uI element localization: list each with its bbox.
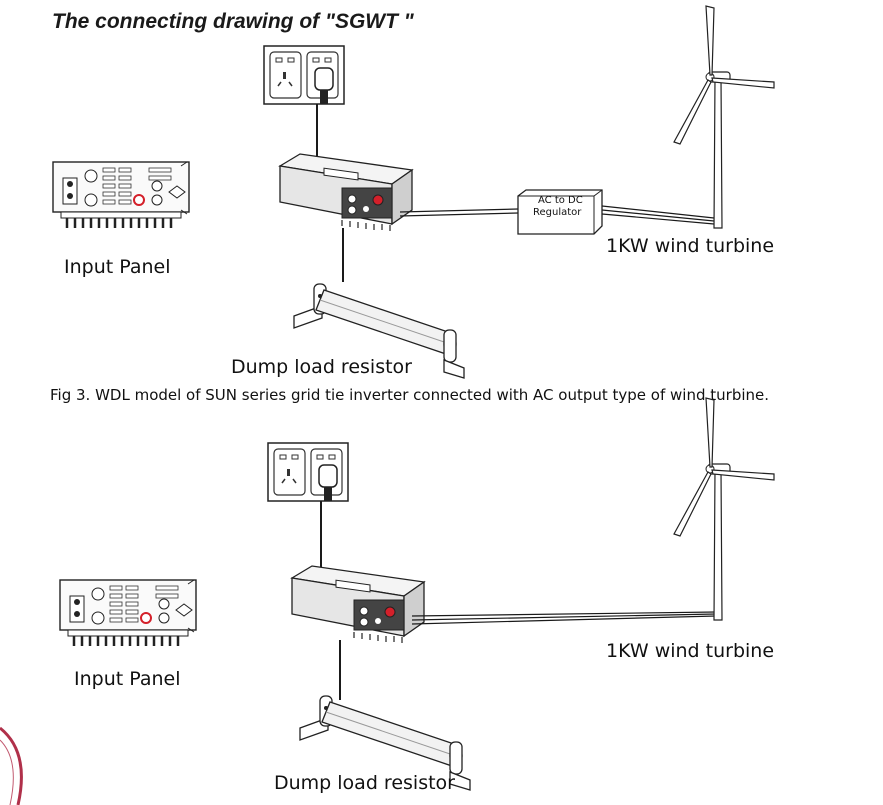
input-panel-label: Input Panel	[74, 668, 181, 690]
inverter-regulator-cable	[399, 208, 519, 217]
wind-turbine-label: 1KW wind turbine	[606, 235, 775, 257]
dump-load-label: Dump load resistor	[231, 356, 412, 378]
wind-turbine-label: 1KW wind turbine	[606, 640, 775, 662]
wall-socket-icon	[267, 442, 349, 502]
input-panel-icon	[58, 578, 198, 648]
input-panel-icon	[51, 160, 191, 230]
diagram-1: AC to DC Regulator	[51, 5, 775, 379]
diagram-2	[58, 397, 775, 791]
stamp-edge-inner	[0, 739, 14, 805]
regulator-label-line1: AC to DC	[538, 195, 583, 206]
dump-load-label: Dump load resistor	[274, 772, 455, 794]
stamp-edge	[0, 726, 23, 805]
regulator-icon: AC to DC Regulator	[517, 189, 603, 235]
regulator-turbine-cable	[601, 205, 715, 225]
regulator-label-line2: Regulator	[533, 207, 582, 218]
figure-caption: Fig 3. WDL model of SUN series grid tie …	[50, 386, 770, 404]
inverter-turbine-cable	[411, 611, 717, 625]
wall-socket-icon	[263, 45, 345, 105]
inverter-icon	[291, 565, 425, 644]
wind-turbine-icon	[673, 397, 775, 621]
input-panel-label: Input Panel	[64, 256, 171, 278]
wind-turbine-icon	[673, 5, 775, 229]
inverter-icon	[279, 153, 413, 232]
page-title: The connecting drawing of "SGWT "	[52, 10, 414, 33]
